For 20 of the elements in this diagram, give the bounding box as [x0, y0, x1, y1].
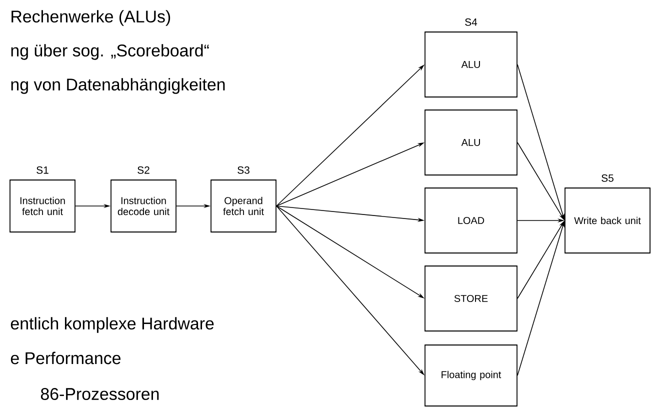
stage-label: S5: [602, 174, 614, 182]
slide-text: Rechenwerke (ALUs): [12, 10, 170, 26]
unit-box: Operand fetch unit: [210, 180, 276, 232]
slide-text: e Performance: [10, 352, 120, 364]
unit-box: STORE: [424, 266, 518, 332]
stage-label: S3: [238, 166, 250, 174]
unit-box: Instruction decode unit: [110, 180, 176, 232]
unit-box: Instruction fetch unit: [10, 180, 76, 232]
slide-text: ng über sog. „Scoreboard“: [11, 44, 209, 60]
unit-box: LOAD: [424, 188, 518, 254]
unit-box: Floating point: [424, 344, 518, 406]
stage-label: S4: [465, 18, 478, 26]
unit-box: ALU: [424, 32, 518, 98]
slide-text: entlich komplexe Hardware: [10, 317, 214, 333]
slide-text: ng von Datenabhängigkeiten: [11, 78, 225, 94]
stage-label: S2: [138, 166, 150, 174]
unit-box: Write back unit: [564, 188, 650, 254]
unit-box: ALU: [424, 110, 518, 176]
slide-text: 86-Prozessoren: [40, 388, 159, 400]
stage-label: S1: [36, 166, 48, 174]
